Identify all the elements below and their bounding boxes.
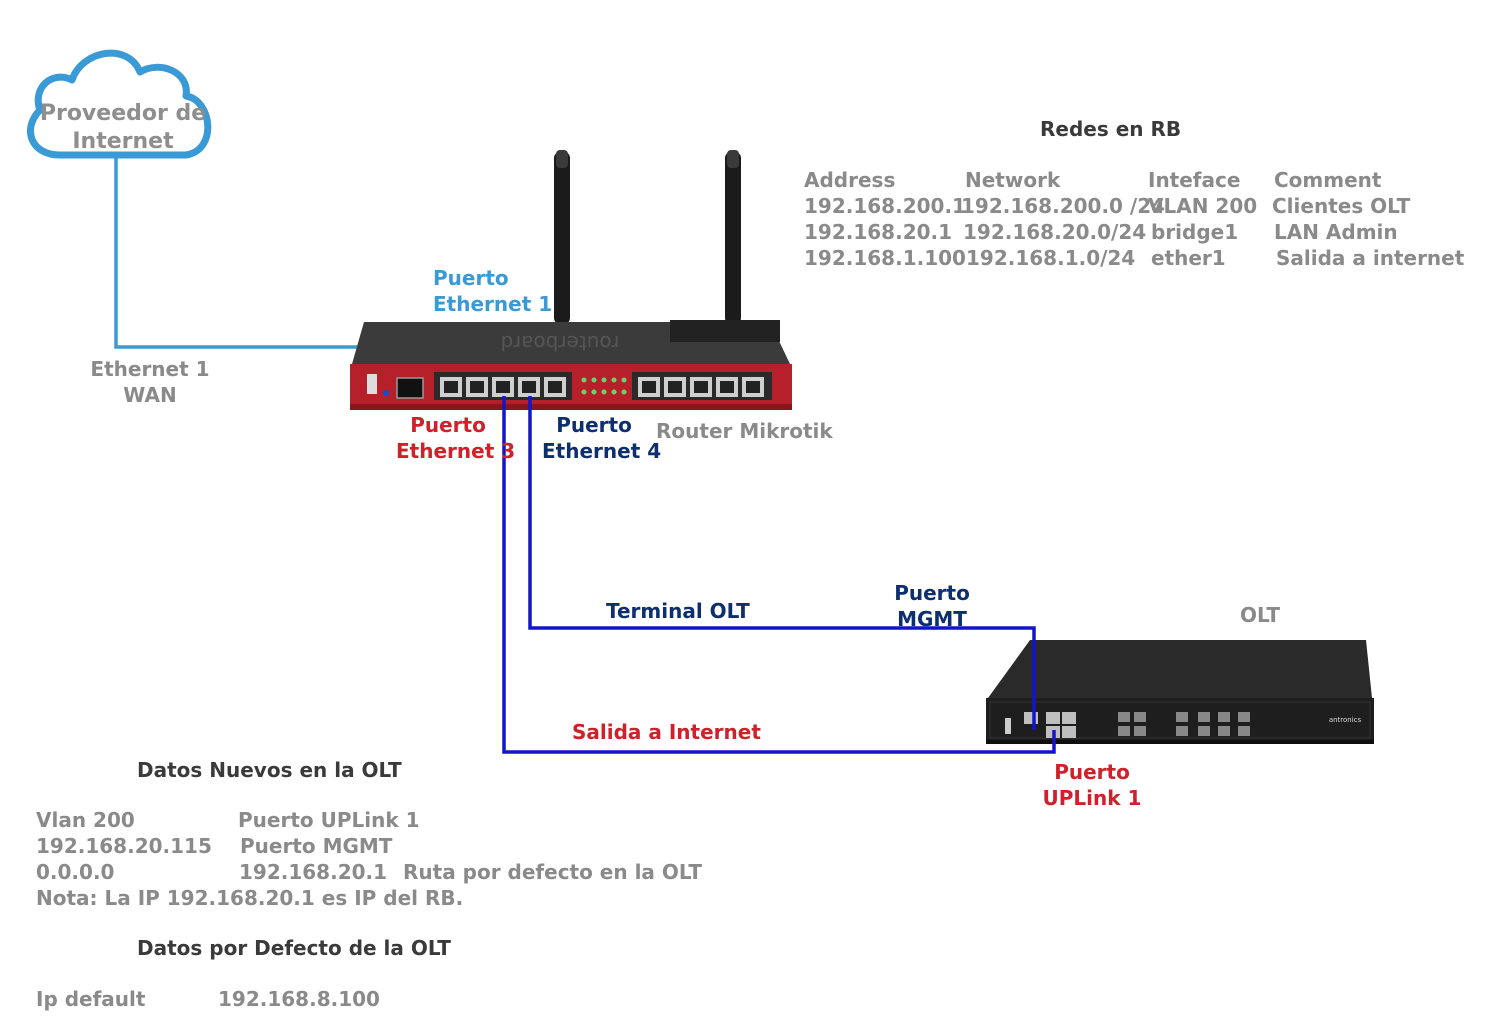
rb-cell: 192.168.200.1 [804, 194, 966, 218]
router-port4-label: Puerto Ethernet 4 [542, 412, 662, 464]
uplink-label-line1: Puerto [1054, 760, 1130, 784]
rb-cell: 192.168.1.100 [804, 246, 966, 270]
olt-default-label: Ip default [36, 987, 146, 1011]
cable-terminal-olt [528, 396, 1036, 730]
olt-new-cell: 0.0.0.0 [36, 860, 115, 884]
port1-label-line2: Ethernet 1 [433, 292, 553, 316]
olt-new-data: Vlan 200 Puerto UPLink 1 192.168.20.115 … [0, 807, 800, 917]
olt-new-row: Vlan 200 Puerto UPLink 1 [0, 807, 800, 833]
router-name-label: Router Mikrotik [656, 419, 833, 443]
olt-new-cell: Puerto MGMT [240, 834, 393, 858]
olt-new-title: Datos Nuevos en la OLT [137, 758, 402, 782]
wan-label-line2: WAN [123, 383, 177, 407]
port3-label-line2: Ethernet 3 [396, 439, 516, 463]
olt-new-note-text: Nota: La IP 192.168.20.1 es IP del RB. [36, 886, 464, 910]
olt-new-cell: 192.168.20.1 [239, 860, 388, 884]
olt-new-row: 192.168.20.115 Puerto MGMT [0, 833, 800, 859]
port4-label-line1: Puerto [556, 413, 632, 437]
rb-table-row: 192.168.1.100 192.168.1.0/24 ether1 Sali… [0, 245, 1500, 271]
cable-salida-internet [502, 396, 1056, 754]
wan-label-line1: Ethernet 1 [90, 357, 210, 381]
mgmt-label-line2: MGMT [897, 607, 967, 631]
uplink-label-line2: UPLink 1 [1042, 786, 1142, 810]
rb-cell: 192.168.20.1 [804, 220, 953, 244]
olt-mgmt-label: Puerto MGMT [884, 580, 980, 632]
rb-header-comment: Comment [1274, 168, 1382, 192]
rb-header-interface: Inteface [1148, 168, 1241, 192]
salida-internet-label: Salida a Internet [572, 720, 761, 744]
rb-cell: Salida a internet [1276, 246, 1465, 270]
router-port3-label: Puerto Ethernet 3 [396, 412, 516, 464]
port3-label-line1: Puerto [410, 413, 486, 437]
rb-table-title: Redes en RB [1040, 117, 1182, 141]
olt-default-value: 192.168.8.100 [218, 987, 380, 1011]
rb-table-header: Address Network Inteface Comment [0, 167, 1500, 193]
olt-device: antronics [986, 640, 1374, 744]
rb-cell: VLAN 200 [1148, 194, 1258, 218]
olt-default-title: Datos por Defecto de la OLT [137, 936, 451, 960]
svg-text:routerboard: routerboard [501, 331, 620, 355]
rb-cell: 192.168.200.0 /24 [961, 194, 1166, 218]
olt-new-cell: 192.168.20.115 [36, 834, 212, 858]
mgmt-label-line1: Puerto [894, 581, 970, 605]
port1-label-line1: Puerto [433, 266, 509, 290]
rb-cell: 192.168.20.0/24 [963, 220, 1147, 244]
olt-new-cell: Ruta por defecto en la OLT [403, 860, 702, 884]
cloud-icon [27, 49, 212, 159]
wan-label: Ethernet 1 WAN [90, 356, 210, 408]
cloud-label: Proveedor de Internet [28, 100, 218, 156]
olt-new-row: 0.0.0.0 192.168.20.1 Ruta por defecto en… [0, 859, 800, 885]
port4-label-line2: Ethernet 4 [542, 439, 662, 463]
olt-new-note: Nota: La IP 192.168.20.1 es IP del RB. [0, 885, 800, 911]
olt-name-label: OLT [1240, 603, 1281, 627]
terminal-olt-label: Terminal OLT [606, 599, 750, 623]
olt-new-cell: Puerto UPLink 1 [238, 808, 420, 832]
olt-brand-text: antronics [1329, 716, 1362, 724]
olt-uplink-label: Puerto UPLink 1 [1040, 759, 1144, 811]
router-device: routerboard [350, 320, 792, 410]
olt-new-cell: Vlan 200 [36, 808, 135, 832]
rb-table-row: 192.168.20.1 192.168.20.0/24 bridge1 LAN… [0, 219, 1500, 245]
rb-header-network: Network [965, 168, 1061, 192]
rb-cell: ether1 [1151, 246, 1226, 270]
rb-table-row: 192.168.200.1 192.168.200.0 /24 VLAN 200… [0, 193, 1500, 219]
router-port1-label: Puerto Ethernet 1 [433, 265, 552, 317]
rb-header-address: Address [804, 168, 896, 192]
rb-cell: 192.168.1.0/24 [966, 246, 1136, 270]
router-antennas [554, 150, 741, 324]
cloud-label-line1: Proveedor de [39, 101, 207, 126]
rb-cell: bridge1 [1151, 220, 1239, 244]
rb-cell: LAN Admin [1274, 220, 1398, 244]
rb-table: Address Network Inteface Comment 192.168… [0, 167, 1500, 277]
cloud-label-line2: Internet [72, 129, 174, 154]
rb-cell: Clientes OLT [1272, 194, 1411, 218]
